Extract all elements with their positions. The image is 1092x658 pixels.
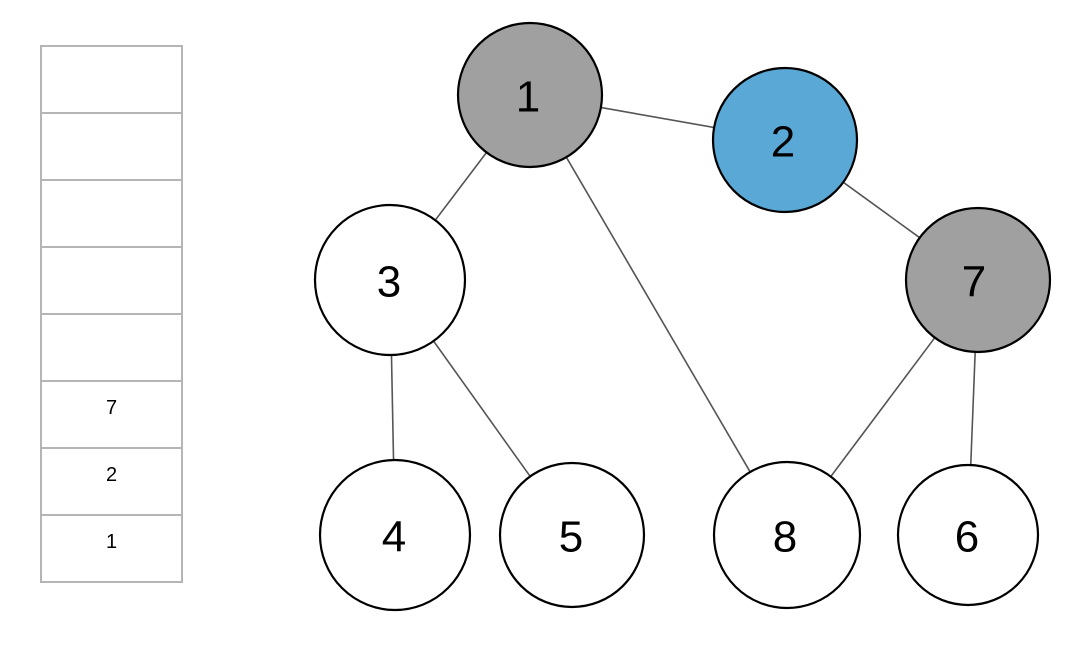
stack-cell-label: 7 bbox=[106, 397, 117, 419]
graph-edges bbox=[390, 106, 977, 478]
graph-node-7[interactable]: 7 bbox=[904, 206, 1052, 354]
graph-edge bbox=[434, 151, 488, 222]
graph-edge bbox=[599, 106, 716, 129]
node-circle[interactable] bbox=[712, 460, 862, 610]
node-circle[interactable] bbox=[498, 461, 646, 609]
node-label: 3 bbox=[377, 258, 401, 307]
node-circle[interactable] bbox=[318, 458, 472, 612]
node-circle[interactable] bbox=[711, 66, 859, 214]
graph-node-6[interactable]: 6 bbox=[896, 463, 1040, 607]
node-circle[interactable] bbox=[904, 206, 1052, 354]
node-label: 1 bbox=[516, 73, 540, 122]
node-label: 5 bbox=[559, 513, 583, 562]
stack-cell[interactable] bbox=[40, 112, 183, 181]
graph-edge bbox=[390, 353, 395, 462]
stack-cell[interactable] bbox=[40, 45, 183, 114]
node-label: 8 bbox=[773, 513, 797, 562]
graph-node-3[interactable]: 3 bbox=[313, 203, 467, 357]
node-label: 4 bbox=[382, 513, 406, 562]
node-label: 2 bbox=[771, 118, 795, 167]
graph-edge bbox=[842, 181, 921, 239]
node-circle[interactable] bbox=[456, 21, 604, 169]
graph-node-4[interactable]: 4 bbox=[318, 458, 472, 612]
stack-cell-label: 2 bbox=[106, 464, 117, 486]
traversal-stack: 7 2 1 bbox=[40, 45, 183, 583]
stack-cell[interactable] bbox=[40, 380, 183, 449]
graph-edge bbox=[565, 155, 752, 474]
stack-cell[interactable] bbox=[40, 514, 183, 583]
node-label: 6 bbox=[955, 513, 979, 562]
graph-edge bbox=[829, 336, 937, 478]
stack-cell[interactable] bbox=[40, 246, 183, 315]
graph-edge bbox=[432, 339, 532, 478]
graph-node-8[interactable]: 8 bbox=[712, 460, 862, 610]
node-circle[interactable] bbox=[313, 203, 467, 357]
stack-cell[interactable] bbox=[40, 313, 183, 382]
stack-cell-label: 1 bbox=[106, 531, 117, 553]
graph-node-5[interactable]: 5 bbox=[498, 461, 646, 609]
stack-cell[interactable] bbox=[40, 179, 183, 248]
node-label: 7 bbox=[962, 258, 986, 307]
node-circle[interactable] bbox=[896, 463, 1040, 607]
stack-cell[interactable] bbox=[40, 447, 183, 516]
graph-nodes: 1 2 3 7 4 5 8 6 bbox=[313, 21, 1052, 612]
graph-edge bbox=[969, 350, 977, 467]
graph-node-2[interactable]: 2 bbox=[711, 66, 859, 214]
graph-node-1[interactable]: 1 bbox=[456, 21, 604, 169]
